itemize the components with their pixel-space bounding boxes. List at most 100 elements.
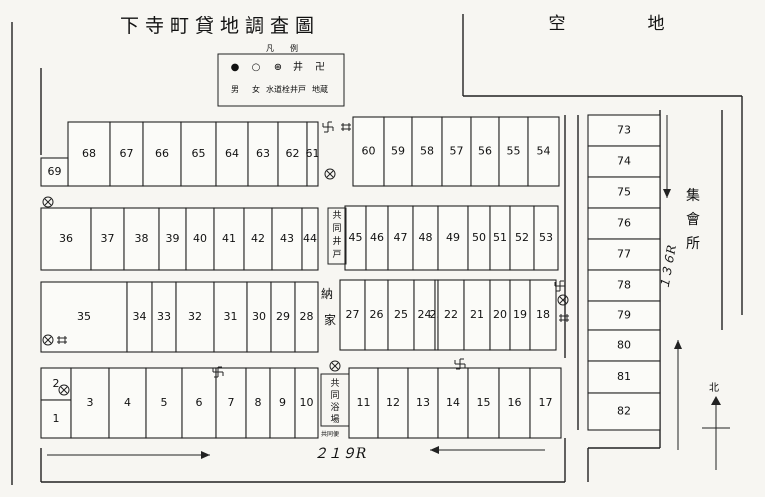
lot-30: 30 [246,281,272,353]
lot-54: 54 [527,116,560,187]
well-icon [559,314,569,322]
lot-number: 30 [252,310,266,323]
lot-outline [270,281,296,353]
lot-60: 60 [352,116,385,187]
lot-outline [411,116,443,187]
lot-28: 28 [294,281,319,353]
assembly-hall-char-3: 所 [686,236,700,252]
lot-64: 64 [215,121,249,187]
lot-outline [470,116,500,187]
lot-number: 37 [101,232,115,245]
lot-number: 38 [135,232,149,245]
lot-69: 69 [40,157,69,187]
legend-symbol: ⊛ [274,62,282,73]
lot-number: 42 [251,232,265,245]
lot-number: 10 [300,396,314,409]
lot-25: 25 [387,279,415,351]
lot-outline [245,367,271,439]
lot-outline [529,279,557,351]
lot-52: 52 [509,205,535,271]
north-arrow: 北 [702,382,730,470]
lot-number: 35 [77,310,91,323]
lot-number: 25 [394,308,408,321]
lot-outline [463,279,491,351]
lot-number: 2 [53,377,60,390]
hydrant-icon [329,360,341,372]
lot-20: 20 [489,279,511,351]
vacant-land-label-2: 地 [648,14,665,34]
lot-58: 58 [411,116,443,187]
lot-number: 6 [196,396,203,409]
facility-storehouse: 納 家 [321,287,336,327]
assembly-hall-char-1: 集 [686,187,700,204]
lot-outline [587,176,661,209]
lot-outline [109,121,144,187]
lot-12: 12 [377,367,409,439]
lot-2: 2 [40,367,72,401]
lot-number: 14 [446,396,460,409]
lot-number: 68 [82,147,96,160]
lot-number: 5 [161,396,168,409]
lot-outline [269,367,296,439]
lot-outline [185,207,215,271]
lot-29: 29 [270,281,296,353]
lot-number: 41 [222,232,236,245]
legend-meaning: 地蔵 [312,84,328,94]
lot-outline [527,116,560,187]
lot-number: 59 [391,145,405,158]
lot-number: 60 [362,145,376,158]
legend-symbol: ● [231,62,240,73]
lot-14: 14 [437,367,469,439]
lot-62: 62 [277,121,308,187]
lot-65: 65 [180,121,217,187]
lot-number: 65 [192,147,206,160]
legend-box [217,53,345,107]
lot-number: 74 [617,155,631,168]
lot-outline [377,367,409,439]
lot-outline [215,367,247,439]
lot-outline [294,281,319,353]
lot-34: 34 [126,281,153,353]
legend-meaning: 男 [231,85,239,94]
lot-outline [123,207,160,271]
jizo-icon [554,280,566,292]
lot-13: 13 [407,367,439,439]
lot-82: 82 [587,392,661,431]
lot-number: 12 [386,396,400,409]
jizo-icon [212,366,224,378]
lot-63: 63 [247,121,279,187]
storehouse-char-2: 家 [324,312,336,327]
lot-outline [437,205,469,271]
lot-number: 52 [515,231,529,244]
lot-18: 18 [529,279,557,351]
lot-outline [587,300,661,331]
lot-32: 32 [175,281,215,353]
hydrant-icon [58,384,70,396]
common-bath-char-4: 場 [330,413,339,425]
roads: ２１９R １３６R [11,14,743,485]
lot-number: 16 [508,396,522,409]
legend-symbol: ○ [252,62,261,73]
hydrant-icon [557,294,569,306]
lot-number: 53 [539,231,553,244]
lot-outline [213,281,248,353]
lot-number: 56 [478,145,492,158]
lot-number: 79 [617,309,631,322]
lot-number: 49 [446,231,460,244]
lot-7: 7 [215,367,247,439]
lot-19: 19 [509,279,531,351]
lot-number: 27 [346,308,360,321]
lot-27: 27 [339,279,366,351]
lot-number: 11 [357,396,371,409]
lot-61: 61 [306,121,320,187]
lot-number: 45 [349,231,363,244]
lot-outline [40,399,72,439]
assembly-hall-char-2: 會 [686,212,700,228]
lot-outline [587,269,661,302]
lot-73: 73 [587,114,661,147]
lot-1: 1 [40,399,72,439]
lot-56: 56 [470,116,500,187]
common-bath-char-1: 共 [330,378,339,389]
lot-number: 54 [537,145,551,158]
